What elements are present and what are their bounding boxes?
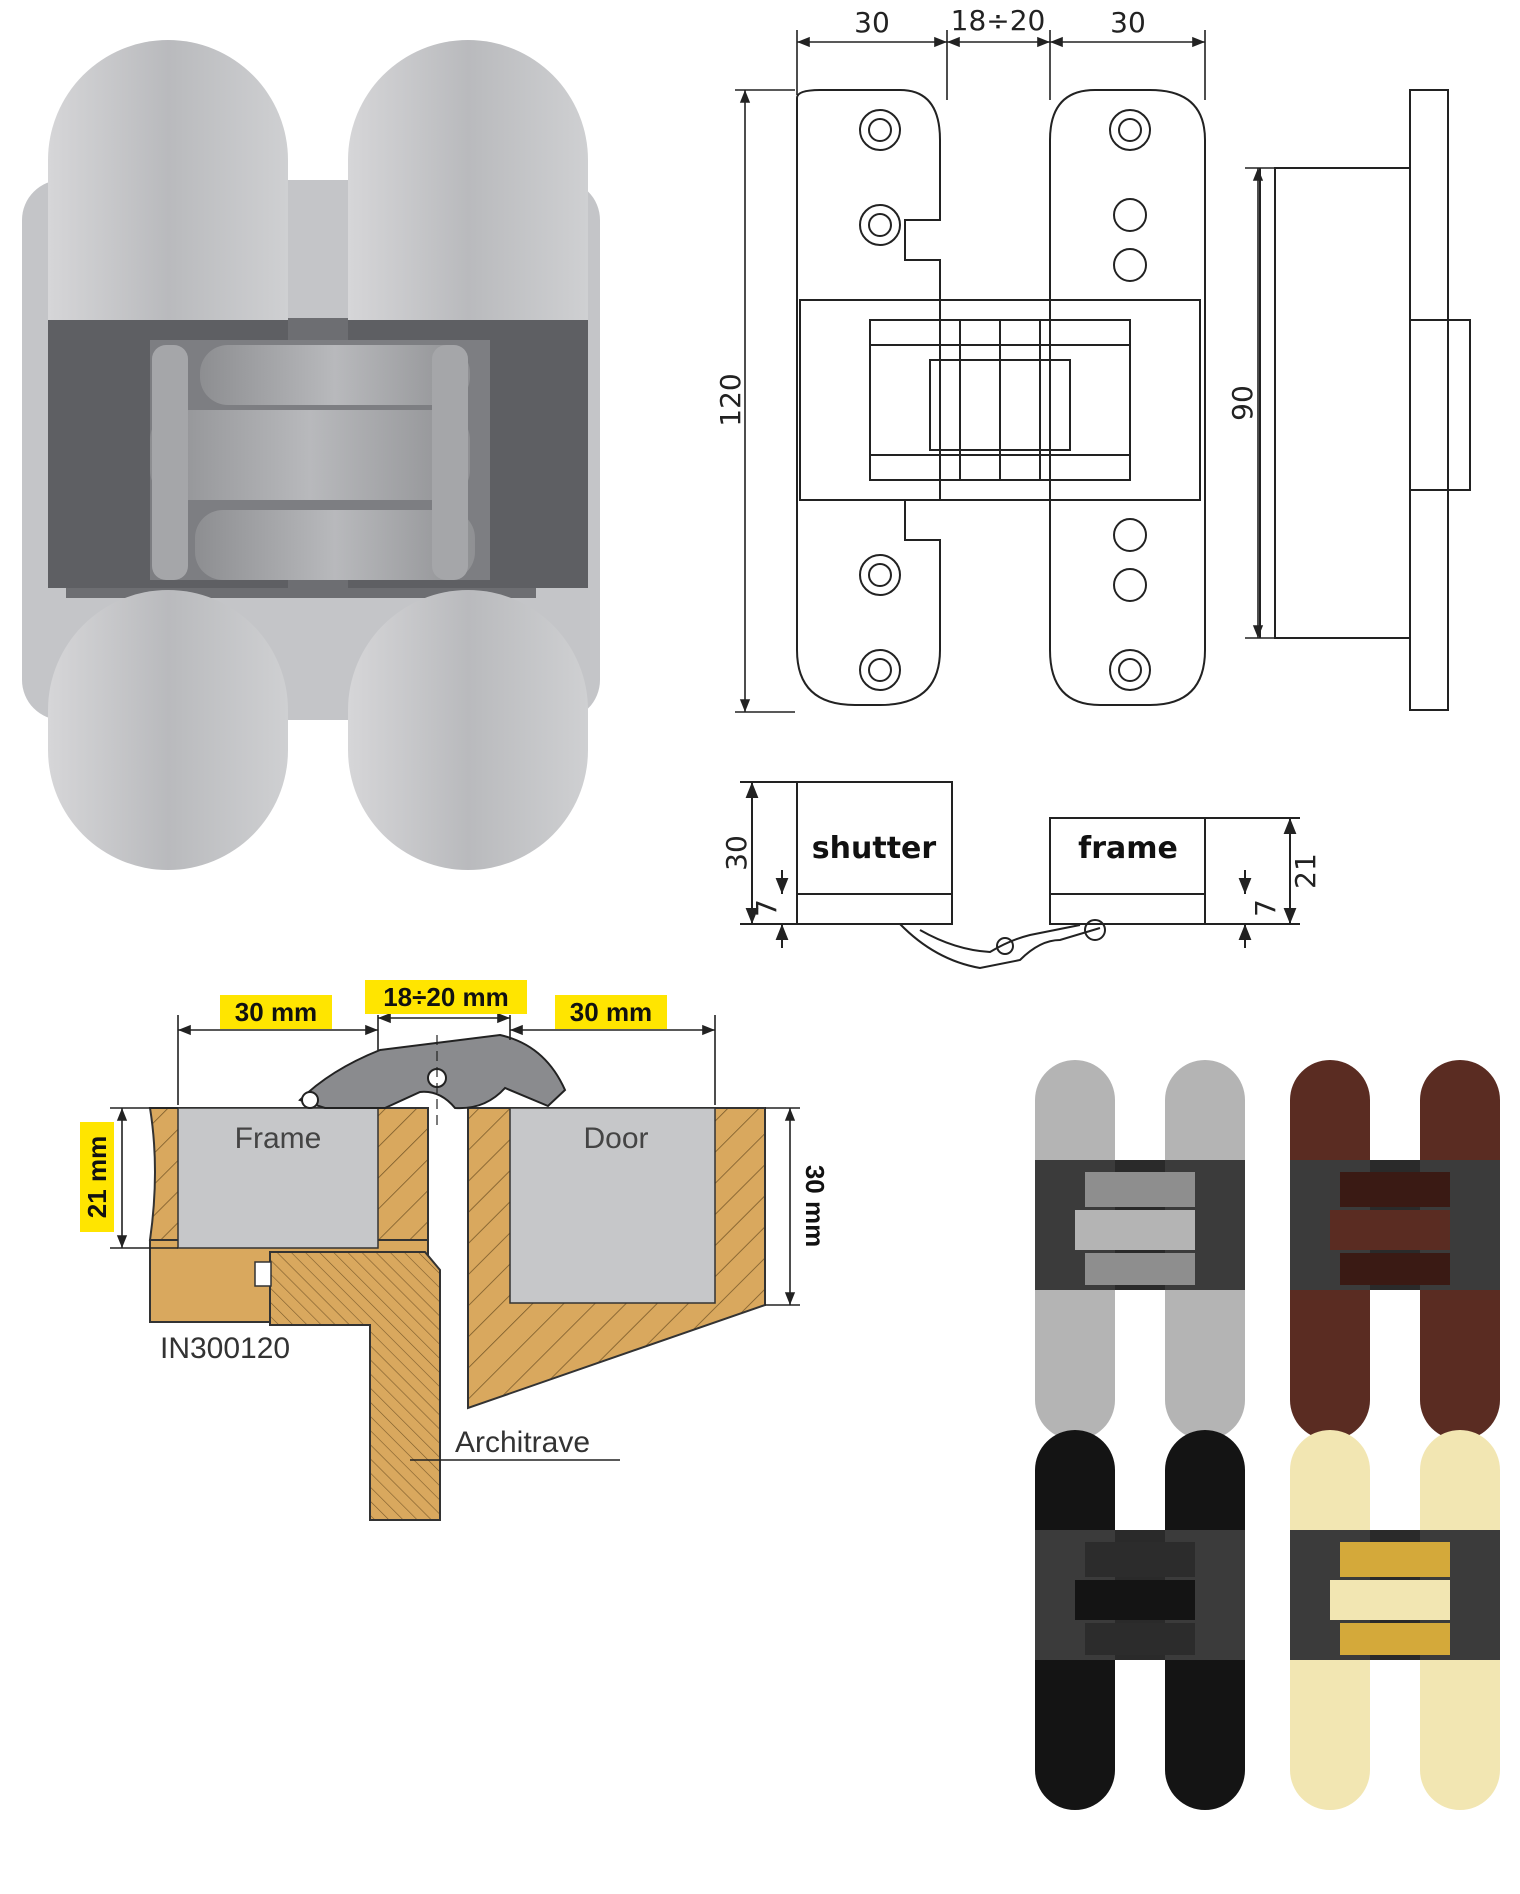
architrave-label: Architrave — [455, 1426, 590, 1459]
hinge-photo — [22, 40, 600, 870]
dim-frame-depth: 21 — [1289, 853, 1322, 889]
dim-shutter-offset: 7 — [750, 899, 783, 917]
frame-pocket — [177, 1107, 379, 1249]
finish-bronze — [1290, 1060, 1500, 1440]
section-drawing — [740, 781, 1300, 970]
dim-frame-depth: 21 mm — [82, 1136, 112, 1218]
install-dimensions — [110, 1012, 800, 1461]
door-pocket — [509, 1107, 716, 1304]
dim-door-width-highlight — [555, 995, 667, 1029]
dim-side-height: 90 — [1226, 385, 1259, 421]
dim-frame-depth-highlight — [80, 1122, 114, 1232]
finish-black — [1035, 1430, 1245, 1810]
finish-swatches — [1035, 1060, 1500, 1810]
finish-satin-chrome — [1035, 1060, 1245, 1440]
dim-door-width: 30 mm — [570, 997, 652, 1027]
dim-frame-offset: 7 — [1249, 899, 1282, 917]
frame-label: frame — [1078, 831, 1178, 866]
dim-door-depth: 30 mm — [800, 1165, 830, 1247]
left-leaf-bottom — [48, 590, 288, 870]
model-code: IN300120 — [160, 1332, 290, 1365]
dim-gap-highlight — [365, 980, 527, 1014]
right-leaf-bottom — [348, 590, 588, 870]
finish-gold — [1290, 1430, 1500, 1810]
shutter-label: shutter — [812, 831, 937, 866]
dim-left-width: 30 — [854, 6, 890, 39]
dim-gap: 18÷20 — [951, 4, 1046, 37]
dim-frame-width-highlight — [220, 995, 332, 1029]
top-dimensions — [735, 30, 1275, 713]
dim-height: 120 — [714, 373, 747, 426]
door-section-label: Door — [583, 1122, 648, 1155]
frame-section-label: Frame — [235, 1122, 322, 1155]
install-section — [148, 1033, 766, 1521]
dim-frame-width: 30 mm — [235, 997, 317, 1027]
dim-shutter-depth: 30 — [720, 835, 753, 871]
hinge-front-drawing — [796, 89, 1471, 711]
dim-install-gap: 18÷20 mm — [383, 982, 509, 1012]
dim-right-width: 30 — [1110, 6, 1146, 39]
